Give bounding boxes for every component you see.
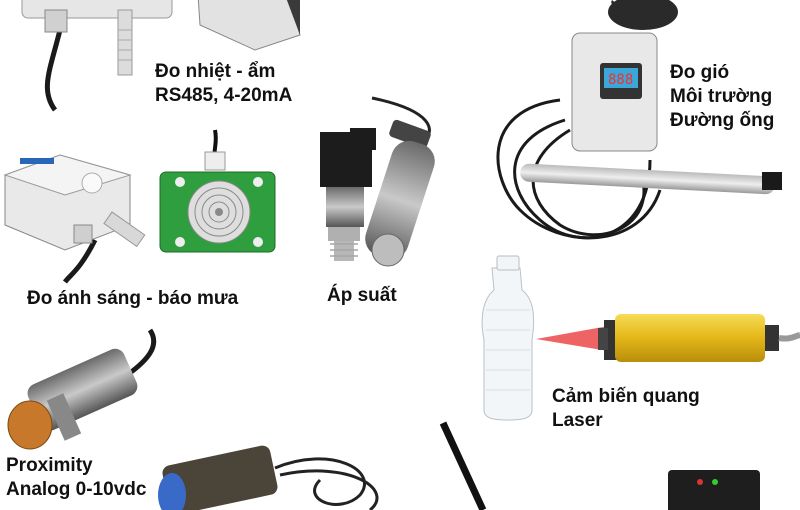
- label-temp-humidity: Đo nhiệt - ẩm RS485, 4-20mA: [155, 61, 293, 106]
- pressure-sensor-image: [320, 96, 435, 267]
- proximity-sensor-image: [7, 328, 379, 510]
- rain-sensor-image: [159, 129, 276, 253]
- label-wind: Đo gió Môi trường Đường ống: [670, 62, 775, 131]
- label-light-rain: Đo ánh sáng - báo mưa: [27, 288, 239, 309]
- temp-humidity-sensor-image: [21, 0, 301, 112]
- light-sensor-image: [3, 154, 146, 284]
- label-optical: Cảm biến quang Laser: [552, 386, 700, 431]
- cable-line: [439, 421, 487, 510]
- optical-laser-sensor-image: [481, 255, 800, 421]
- wind-sensor-image: 888: [496, 0, 782, 240]
- label-proximity: Proximity Analog 0-10vdc: [6, 455, 147, 500]
- svg-text:888: 888: [608, 72, 633, 88]
- photo-sensor-image: [668, 470, 760, 510]
- label-pressure: Áp suất: [327, 285, 397, 306]
